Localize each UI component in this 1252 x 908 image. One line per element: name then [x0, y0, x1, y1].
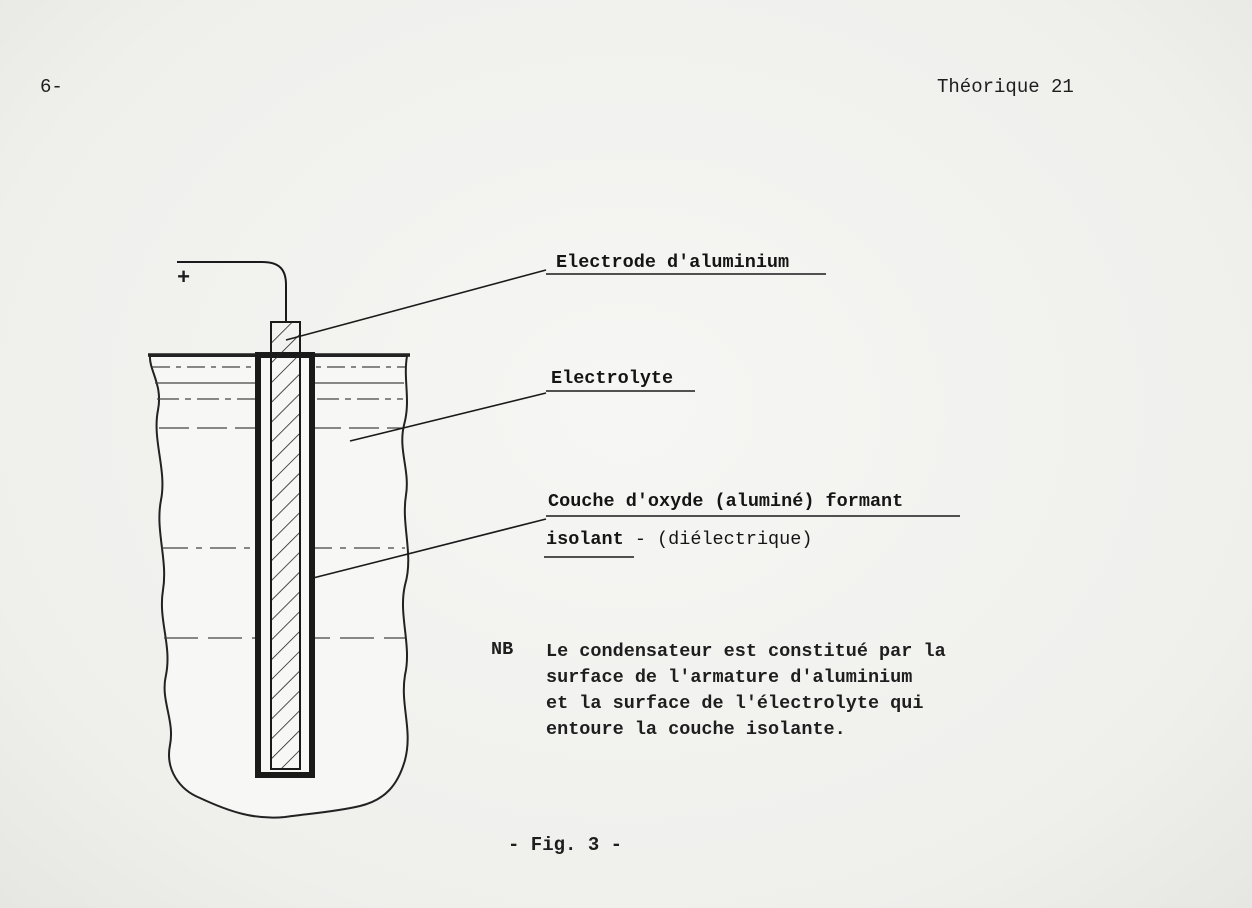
- leader-lines: [285, 269, 960, 579]
- electrolyte-label: Electrolyte: [551, 368, 674, 389]
- aluminium-electrode: [270, 321, 301, 770]
- note-line: et la surface de l'électrolyte qui: [546, 693, 924, 714]
- oxide-label-line2: isolant - (diélectrique): [546, 529, 812, 550]
- oxide-label-rest: - (diélectrique): [634, 529, 813, 550]
- note-line: surface de l'armature d'aluminium: [546, 667, 913, 688]
- lead-wire: [177, 261, 287, 322]
- note-tag: NB: [491, 639, 514, 660]
- note-line: entoure la couche isolante.: [546, 719, 846, 740]
- oxide-label-word: isolant: [546, 529, 624, 550]
- positive-terminal-sign: +: [177, 266, 191, 291]
- note-line: Le condensateur est constitué par la: [546, 641, 946, 662]
- oxide-label-line1: Couche d'oxyde (aluminé) formant: [548, 491, 904, 512]
- electrode-label: Electrode d'aluminium: [556, 252, 790, 273]
- section-header: Théorique 21: [937, 76, 1074, 98]
- page-number: 6-: [40, 76, 63, 98]
- figure-caption: - Fig. 3 -: [508, 834, 623, 856]
- note-text: Le condensateur est constitué par la sur…: [546, 639, 1016, 743]
